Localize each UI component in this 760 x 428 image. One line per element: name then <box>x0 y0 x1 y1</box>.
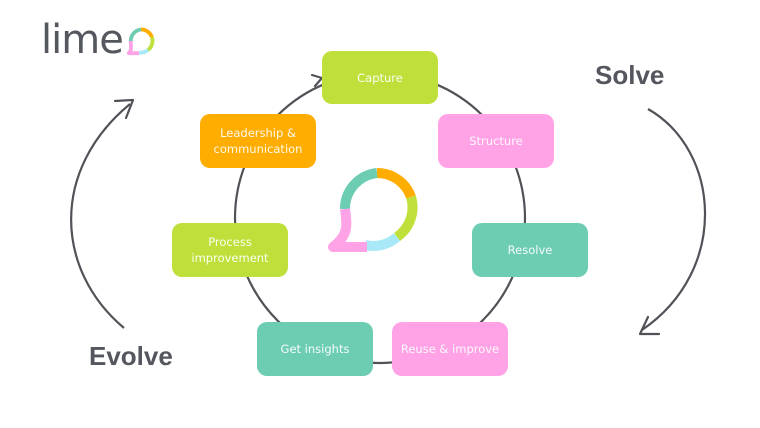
cycle-arrowhead-icon <box>310 73 324 88</box>
solve-arrowhead-icon <box>638 315 661 336</box>
step-resolve[interactable]: Resolve <box>472 223 588 277</box>
speech-bubble-logo-icon <box>126 27 155 56</box>
step-get-insights[interactable]: Get insights <box>257 322 373 376</box>
lime-logo: lime <box>41 16 157 64</box>
center-speech-bubble-icon <box>328 167 418 252</box>
step-process-improvement[interactable]: Process improvement <box>172 223 288 277</box>
evolve-arrow-icon <box>70 103 131 329</box>
step-capture[interactable]: Capture <box>322 51 438 104</box>
step-structure[interactable]: Structure <box>438 114 554 168</box>
evolve-arrowhead-icon <box>113 98 135 120</box>
solve-arrow-icon <box>641 108 707 331</box>
step-reuse-improve[interactable]: Reuse & improve <box>392 322 508 376</box>
logo-wordmark: lime <box>41 17 124 63</box>
solve-label: Solve <box>595 60 665 90</box>
step-leadership-communication[interactable]: Leadership & communication <box>200 114 316 168</box>
evolve-label: Evolve <box>89 341 173 371</box>
